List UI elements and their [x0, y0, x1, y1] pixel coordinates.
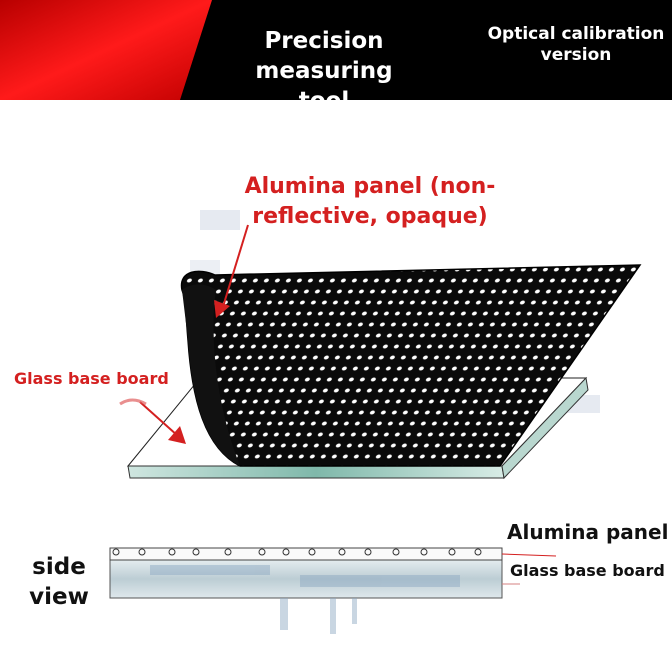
- side-view-label-line2: view: [29, 584, 89, 610]
- glass-base-board-label: Glass base board: [14, 369, 169, 388]
- banner-subtitle-line2: version: [540, 45, 612, 65]
- side-glass-base-board-label: Glass base board: [510, 561, 665, 580]
- alumina-panel-label-line1: Alumina panel (non-: [244, 174, 496, 199]
- banner-title-line1: Precision measuring: [255, 28, 393, 84]
- banner-title-line2: tool: [195, 86, 453, 100]
- side-view-label: side view: [24, 552, 94, 612]
- alumina-panel: [180, 264, 642, 467]
- arrow-glass: [119, 398, 186, 444]
- side-alumina-panel-label: Alumina panel: [507, 520, 669, 544]
- side-view-label-line1: side: [32, 554, 86, 580]
- alumina-panel-label: Alumina panel (non- reflective, opaque): [225, 172, 515, 232]
- alumina-panel-label-line2: reflective, opaque): [252, 204, 488, 229]
- banner-title: Precision measuring tool: [195, 26, 453, 100]
- side-view-diagram: [109, 547, 557, 634]
- arrow-alumina: [214, 224, 249, 318]
- banner-subtitle-line1: Optical calibration: [487, 24, 665, 44]
- banner-subtitle: Optical calibration version: [487, 24, 665, 66]
- banner-red-shape: [0, 0, 212, 100]
- header-banner: Precision measuring tool Optical calibra…: [0, 0, 672, 100]
